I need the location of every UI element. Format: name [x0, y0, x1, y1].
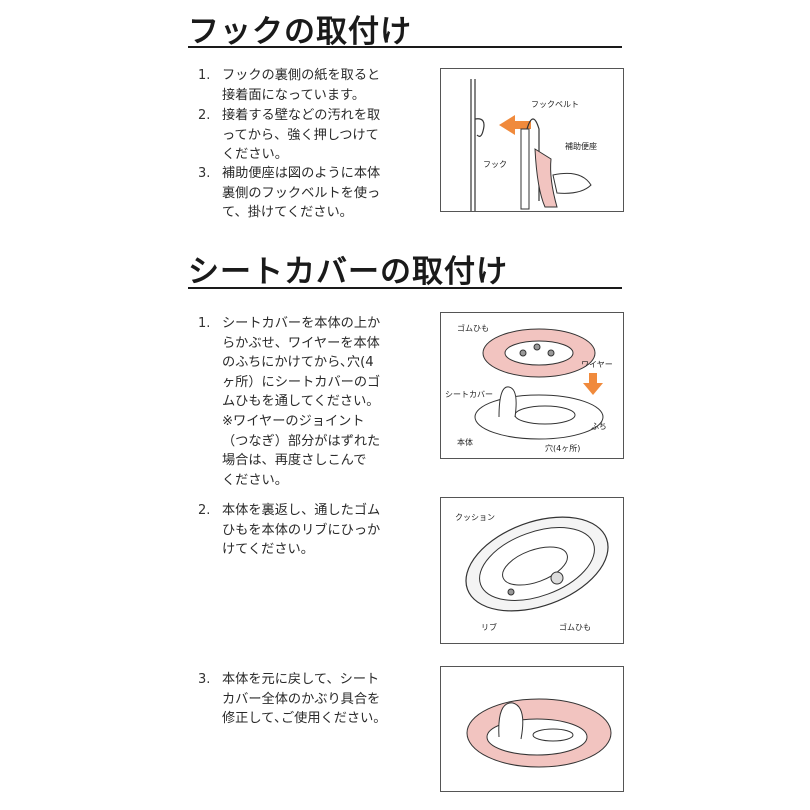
label-rubber: ゴムひも — [457, 323, 489, 333]
label-wire: ワイヤー — [581, 360, 613, 369]
label-hook: フック — [483, 160, 507, 169]
label-holes: 穴(4ヶ所) — [545, 443, 580, 453]
label-hook-belt: フックベルト — [531, 100, 579, 109]
label-rubber: ゴムひも — [559, 622, 591, 632]
step-number: 3. — [198, 166, 211, 181]
step-number: 2. — [198, 503, 211, 518]
title-underline — [188, 287, 622, 289]
finished-seat-illustration — [440, 666, 624, 792]
step-text: 補助便座は図のように本体 裏側のフックベルトを使っ て、掛けてください。 — [222, 166, 381, 220]
section-title-hook: フックの取付け — [188, 14, 412, 50]
step-text: フックの裏側の紙を取ると 接着面になっています。 — [222, 68, 381, 103]
step-text: 本体を裏返し、通したゴム ひもを本体のリブにひっか けてください。 — [222, 503, 381, 557]
label-cushion: クッション — [455, 513, 495, 522]
step-text: シートカバーを本体の上か らかぶせ、ワイヤーを本体 のふちにかけてから､穴(4 … — [222, 316, 381, 409]
step-number: 1. — [198, 316, 211, 331]
label-body: 本体 — [457, 437, 473, 447]
label-edge: ふち — [591, 422, 607, 431]
step-text: 接着する壁などの汚れを取 ってから、強く押しつけて ください。 — [222, 108, 381, 162]
step-number: 1. — [198, 68, 211, 83]
label-cover: シートカバー — [445, 390, 493, 399]
title-underline — [188, 46, 622, 48]
underside-illustration: クッション リブ ゴムひも — [440, 497, 624, 644]
section-title-seat-cover: シートカバーの取付け — [188, 254, 508, 290]
label-rib: リブ — [481, 622, 497, 632]
seat-cover-illustration: ゴムひも ワイヤー シートカバー ふち 本体 穴(4ヶ所) — [440, 312, 624, 459]
step-note: ※ワイヤーのジョイント （つなぎ）部分がはずれた 場合は、再度さしこんで くださ… — [222, 414, 381, 488]
hook-illustration: フックベルト 補助便座 フック — [440, 68, 624, 212]
label-seat: 補助便座 — [565, 141, 597, 151]
step-number: 2. — [198, 108, 211, 123]
step-number: 3. — [198, 672, 211, 687]
step-text: 本体を元に戻して、シート カバー全体のかぶり具合を 修正して､ご使用ください。 — [222, 672, 387, 726]
